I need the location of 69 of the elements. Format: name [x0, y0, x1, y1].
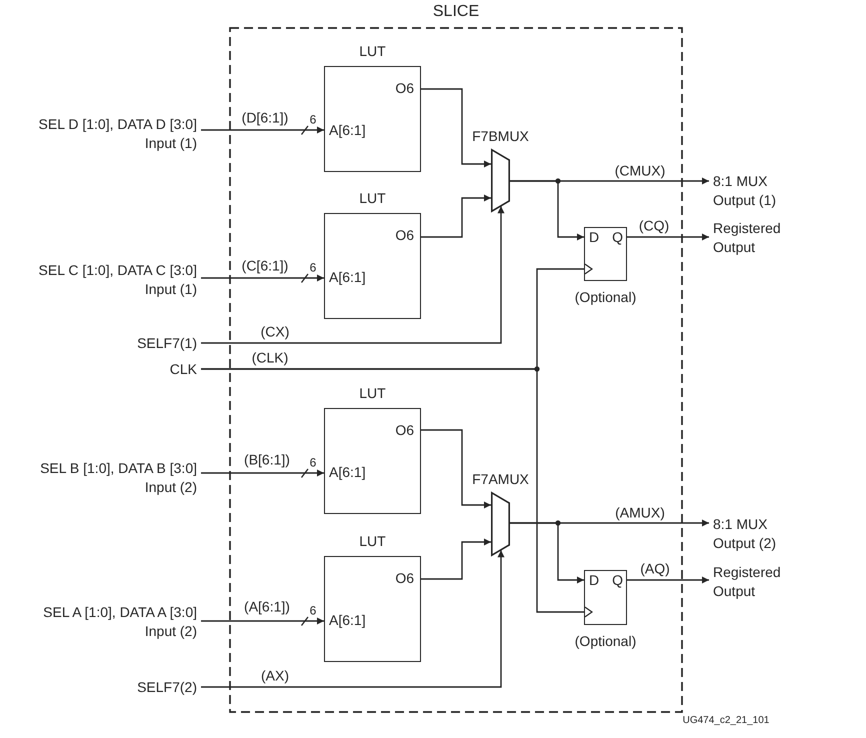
input-label: Input (2) — [144, 622, 197, 641]
bus-width-label: 6 — [310, 114, 316, 126]
signal-label: (CLK) — [252, 348, 288, 368]
signal-arrow — [510, 522, 584, 584]
output-name: 8:1 MUX — [713, 515, 768, 534]
output-name: 8:1 MUX — [713, 172, 768, 191]
signal-arrow — [421, 538, 491, 580]
signal-name: SEL B [1:0], DATA B [3:0] — [40, 459, 197, 478]
pin-label: D — [589, 228, 600, 247]
slice-title: SLICE — [432, 2, 480, 21]
signal-label: (AX) — [261, 666, 289, 686]
bus-width-label: 6 — [310, 456, 316, 470]
input-label: Input (1) — [144, 280, 197, 299]
signal-arrow — [201, 550, 504, 688]
output-label: Registered Output — [713, 219, 781, 257]
block-title: F7BMUX — [472, 127, 529, 146]
signal-label: (D[6:1]) — [242, 108, 288, 128]
input-label: Input (1) — [144, 134, 197, 153]
signal-name: SEL C [1:0], DATA C [3:0] — [38, 261, 197, 280]
block-title: LUT — [359, 384, 386, 403]
pin-label: A[6:1] — [329, 121, 366, 140]
figure-id: UG474_c2_21_101 — [682, 715, 770, 727]
signal-name: SEL D [1:0], DATA D [3:0] — [38, 115, 197, 134]
clock-arrow — [201, 368, 593, 618]
output-label: Output (2) — [713, 534, 776, 553]
block-title: LUT — [359, 532, 386, 551]
signal-arrow — [421, 194, 491, 238]
bus-width-label: 6 — [310, 604, 316, 618]
pin-label: O6 — [395, 226, 414, 245]
output-label: Registered Output — [713, 563, 781, 601]
signal-arrow — [421, 429, 491, 508]
signal-arrow — [510, 180, 584, 240]
pin-label: Q — [612, 571, 623, 590]
signal-label: (C[6:1]) — [242, 256, 288, 276]
signal-label: (AQ) — [640, 560, 670, 578]
pin-label: O6 — [395, 421, 414, 440]
block-title: F7AMUX — [472, 470, 529, 489]
signal-name: SELF7(1) — [137, 334, 197, 353]
signal-arrow — [201, 206, 504, 344]
annotation-label: (Optional) — [574, 288, 636, 307]
signal-label: (CMUX) — [614, 162, 666, 180]
signal-label: (CX) — [260, 322, 290, 342]
signal-label: (CQ) — [638, 216, 670, 236]
signal-arrow — [201, 618, 324, 624]
signal-arrow — [421, 88, 491, 168]
annotation-label: (Optional) — [574, 632, 636, 651]
output-label: Output (1) — [713, 191, 776, 210]
pin-label: A[6:1] — [329, 268, 366, 287]
pin-label: A[6:1] — [329, 463, 366, 482]
block-title: LUT — [359, 42, 386, 61]
pin-label: A[6:1] — [329, 611, 366, 630]
signal-name: CLK — [170, 360, 197, 379]
signal-arrow — [627, 234, 709, 240]
pin-label: Q — [612, 228, 623, 247]
signal-arrow — [201, 126, 324, 134]
pin-label: D — [589, 571, 600, 590]
block-title: LUT — [359, 189, 386, 208]
signal-label: (AMUX) — [615, 504, 665, 522]
signal-label: (B[6:1]) — [244, 450, 290, 470]
signal-name: SELF7(2) — [137, 678, 197, 697]
bus-width-label: 6 — [310, 262, 316, 274]
signal-arrow — [627, 576, 709, 584]
signal-name: SEL A [1:0], DATA A [3:0] — [43, 603, 197, 622]
signal-arrow — [201, 274, 324, 282]
signal-label: (A[6:1]) — [244, 598, 290, 616]
pin-label: O6 — [395, 79, 414, 98]
pin-label: O6 — [395, 569, 414, 588]
signal-arrow — [201, 470, 324, 476]
input-label: Input (2) — [144, 478, 197, 497]
